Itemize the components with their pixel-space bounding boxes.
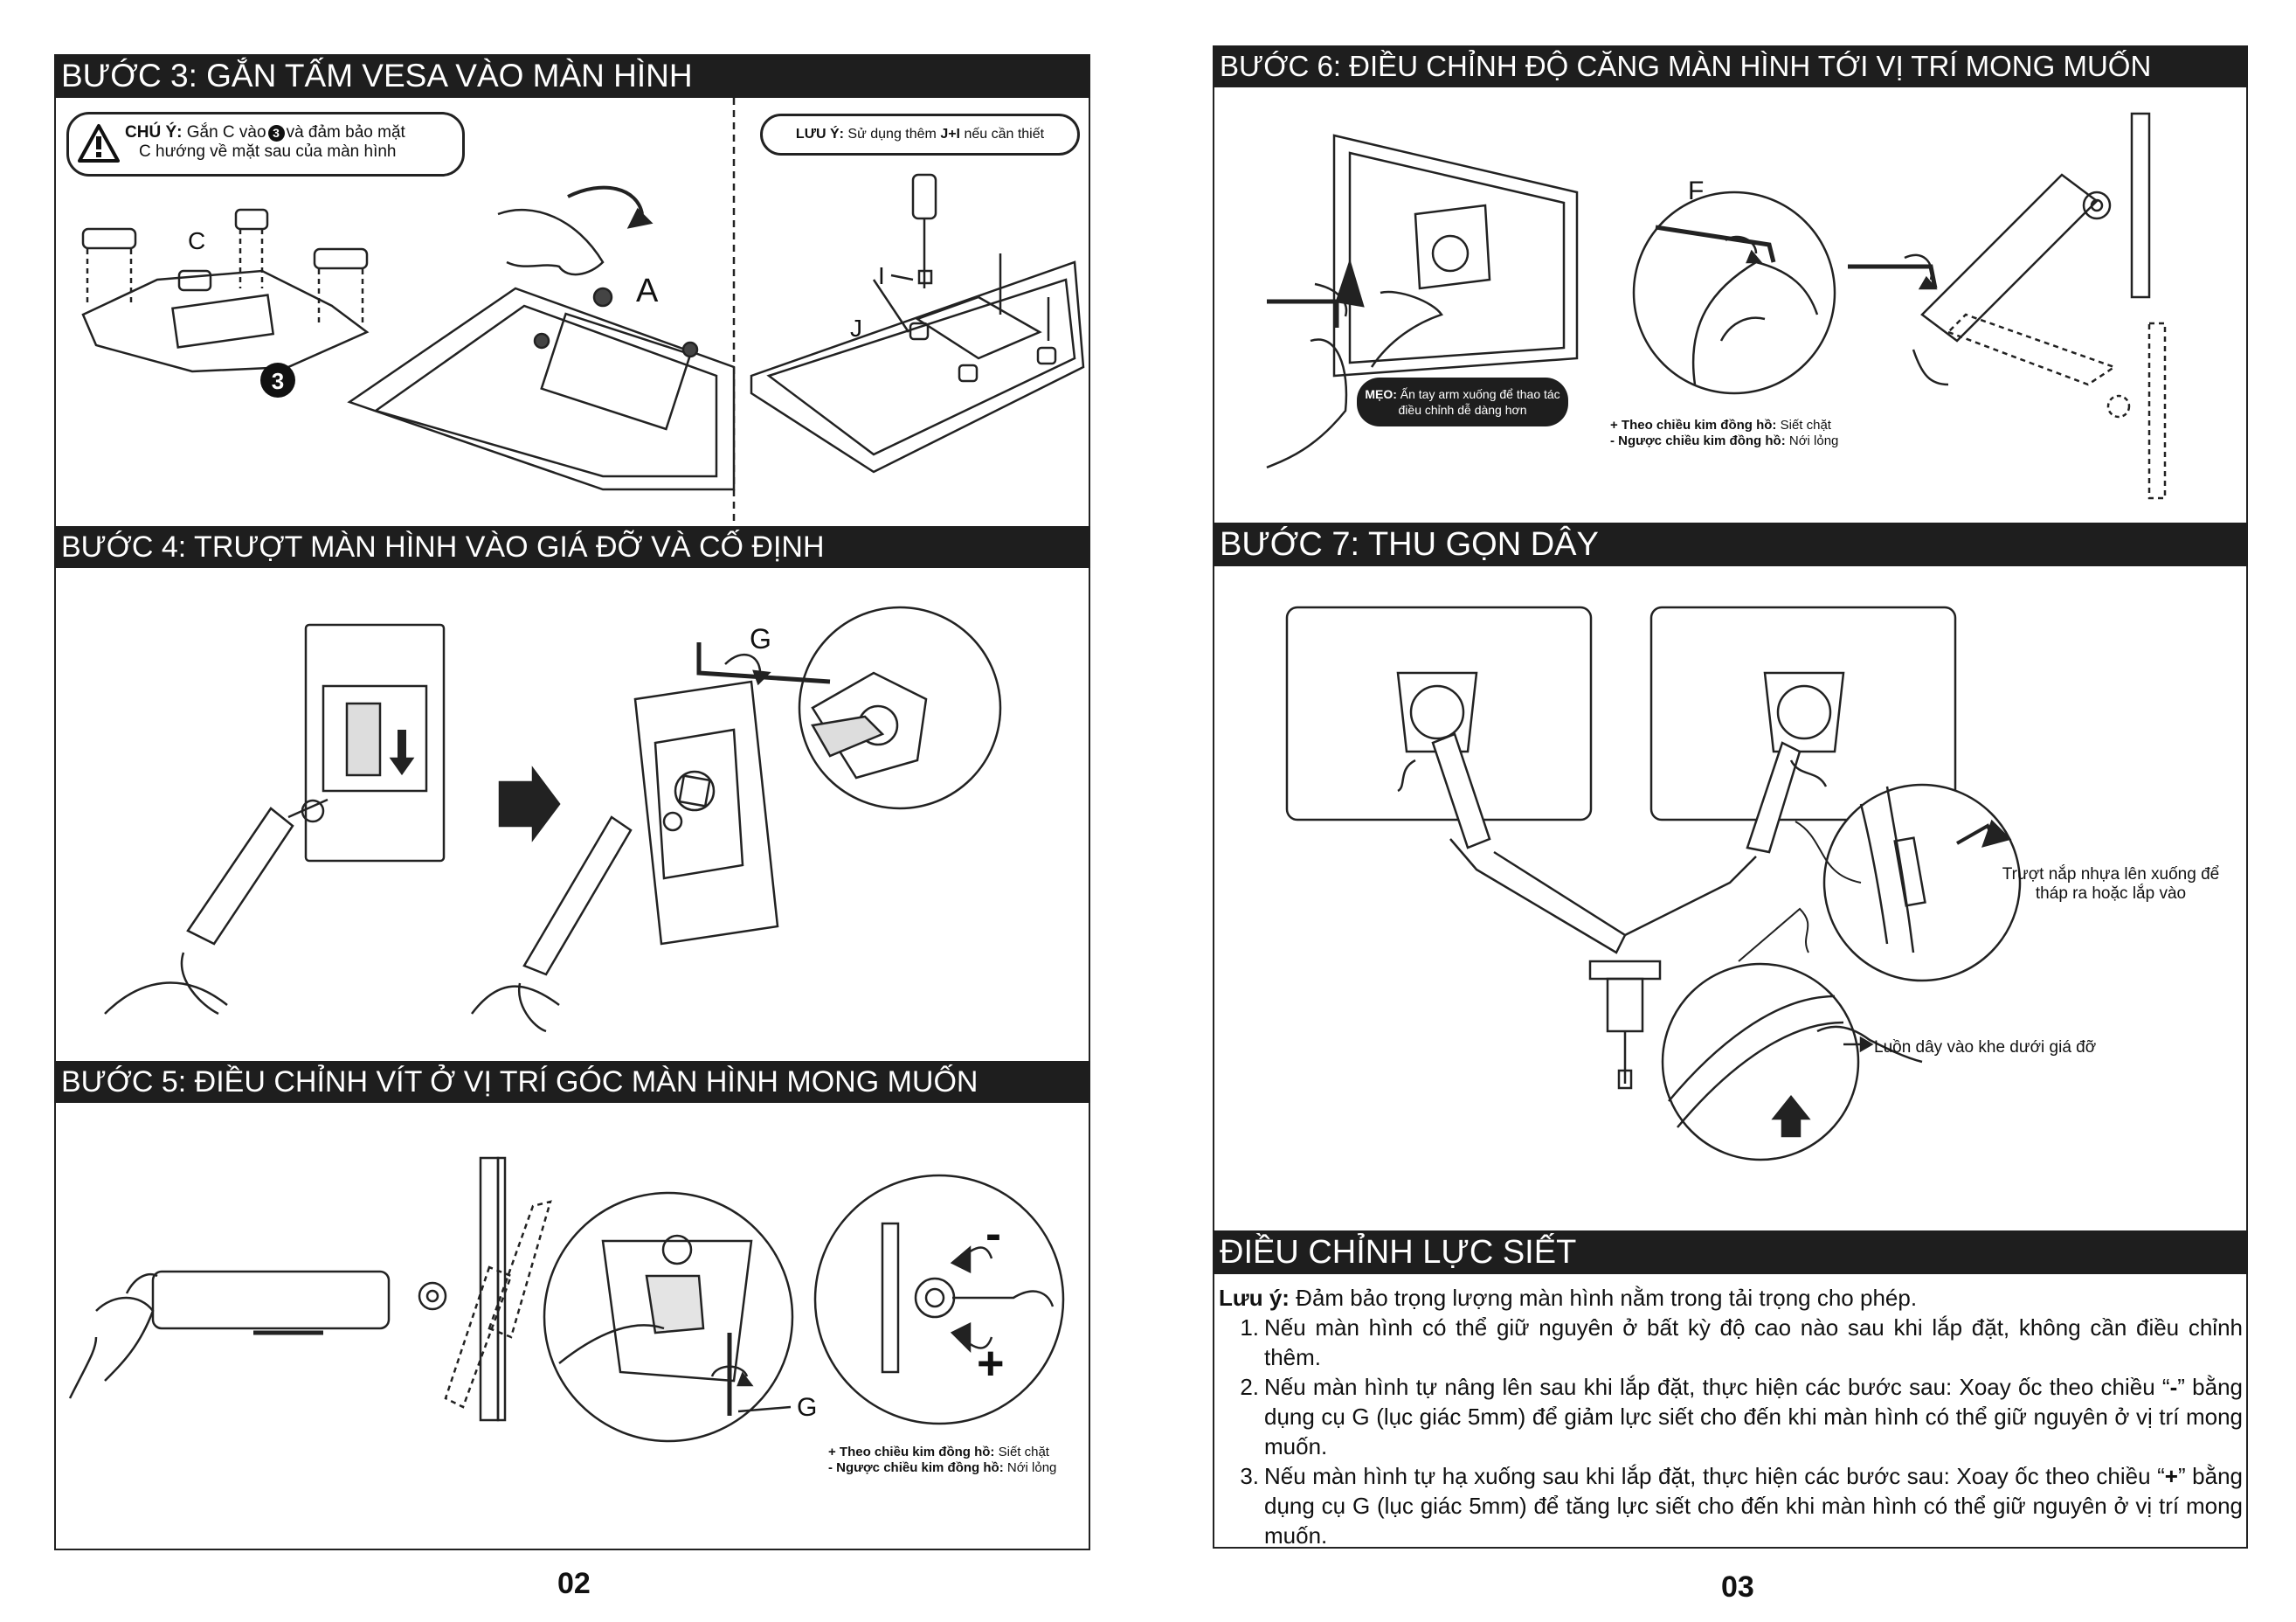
- step5-cw-text: Siết chặt: [998, 1445, 1049, 1459]
- tension-item-text: Nếu màn hình tự hạ xuống sau khi lắp đặt…: [1264, 1461, 2243, 1550]
- caution-text-2: và đảm bảo mặt: [286, 123, 405, 142]
- tension-item-3: 3. Nếu màn hình tự hạ xuống sau khi lắp …: [1219, 1461, 2243, 1550]
- tension-note-label: Lưu ý:: [1219, 1285, 1290, 1311]
- page-number-left: 02: [557, 1567, 591, 1600]
- step6-cw-label: + Theo chiều kim đồng hồ:: [1610, 418, 1777, 433]
- tension-item-1: 1. Nếu màn hình có thể giữ nguyên ở bất …: [1219, 1313, 2243, 1372]
- tension-item-text: Nếu màn hình tự nâng lên sau khi lắp đặt…: [1264, 1372, 2243, 1461]
- step6-panel: [1213, 45, 2248, 523]
- tension-panel: [1213, 1230, 2248, 1549]
- tension-item-symbol-plus: +: [2164, 1463, 2178, 1489]
- step5-title: BƯỚC 5: ĐIỀU CHỈNH VÍT Ở VỊ TRÍ GÓC MÀN …: [54, 1061, 1090, 1103]
- note-text-1: Sử dụng thêm: [847, 127, 937, 142]
- callout-cover: Trượt nắp nhựa lên xuống để tháp ra hoặc…: [1981, 865, 2240, 904]
- step3-title: BƯỚC 3: GẮN TẤM VESA VÀO MÀN HÌNH: [54, 54, 1090, 98]
- caution-circle-3: 3: [267, 125, 285, 142]
- tip-label: MẸO:: [1365, 387, 1397, 401]
- tension-item-text-before: Nếu màn hình tự nâng lên sau khi lắp đặt…: [1264, 1374, 2170, 1400]
- step5-ccw-text: Nới lỏng: [1006, 1460, 1057, 1475]
- tip-bubble: MẸO: Ấn tay arm xuống để thao tác điều c…: [1357, 378, 1568, 426]
- tension-notes: Lưu ý: Đảm bảo trọng lượng màn hình nằm …: [1219, 1283, 2243, 1550]
- caution-text-3: C hướng về mặt sau của màn hình: [139, 142, 397, 161]
- callout-cable: Luồn dây vào khe dưới giá đỡ: [1874, 1038, 2097, 1057]
- tension-item-text-before: Nếu màn hình tự hạ xuống sau khi lắp đặt…: [1264, 1463, 2165, 1489]
- tension-item-text-after: ” bằng dụng cụ G (lục giác 5mm) để giảm …: [1264, 1374, 2243, 1459]
- tension-note-text: Đảm bảo trọng lượng màn hình nằm trong t…: [1296, 1285, 1918, 1311]
- step6-ccw-text: Nới lỏng: [1788, 433, 1839, 448]
- step5-direction-legend: + Theo chiều kim đồng hồ: Siết chặt - Ng…: [828, 1445, 1086, 1476]
- callout-cover-line1: Trượt nắp nhựa lên xuống để: [2002, 865, 2220, 884]
- page-number-right: 03: [1721, 1570, 1754, 1604]
- tip-text-1: Ấn tay arm xuống để thao tác: [1400, 387, 1560, 401]
- step7-title: BƯỚC 7: THU GỌN DÂY: [1213, 523, 2248, 566]
- step4-title: BƯỚC 4: TRƯỢT MÀN HÌNH VÀO GIÁ ĐỠ VÀ CỐ …: [54, 526, 1090, 568]
- note-label: LƯU Ý:: [795, 127, 844, 142]
- caution-text-1: Gắn C vào: [186, 123, 266, 142]
- tension-item-2: 2. Nếu màn hình tự nâng lên sau khi lắp …: [1219, 1372, 2243, 1461]
- step6-direction-legend: + Theo chiều kim đồng hồ: Siết chặt - Ng…: [1610, 418, 1872, 449]
- tension-item-number: 3.: [1240, 1463, 1259, 1489]
- tension-item-number: 1.: [1240, 1314, 1259, 1341]
- tension-item-text: Nếu màn hình có thể giữ nguyên ở bất kỳ …: [1264, 1314, 2243, 1370]
- step6-title: BƯỚC 6: ĐIỀU CHỈNH ĐỘ CĂNG MÀN HÌNH TỚI …: [1213, 45, 2248, 87]
- step5-cw-label: + Theo chiều kim đồng hồ:: [828, 1445, 995, 1459]
- warning-icon: [78, 124, 120, 163]
- note-parts: J+I: [940, 127, 960, 142]
- tension-title: ĐIỀU CHỈNH LỰC SIẾT: [1213, 1230, 2248, 1274]
- step5-ccw-label: - Ngược chiều kim đồng hồ:: [828, 1460, 1004, 1475]
- tension-item-number: 2.: [1240, 1374, 1259, 1400]
- step4-panel: [54, 526, 1090, 1061]
- step6-cw-text: Siết chặt: [1780, 418, 1831, 433]
- note-text-2: nếu cần thiết: [964, 127, 1045, 142]
- step3-note-box: LƯU Ý: Sử dụng thêm J+I nếu cần thiết: [760, 114, 1080, 156]
- tension-item-text-after: ” bằng dụng cụ G (lục giác 5mm) để tăng …: [1264, 1463, 2243, 1549]
- callout-cover-line2: tháp ra hoặc lắp vào: [2035, 884, 2187, 903]
- step5-panel: [54, 1061, 1090, 1550]
- step6-ccw-label: - Ngược chiều kim đồng hồ:: [1610, 433, 1786, 448]
- caution-label: CHÚ Ý:: [125, 123, 183, 142]
- tip-text-2: điều chỉnh dễ dàng hơn: [1398, 403, 1527, 417]
- tension-item-symbol-minus: -: [2169, 1374, 2178, 1400]
